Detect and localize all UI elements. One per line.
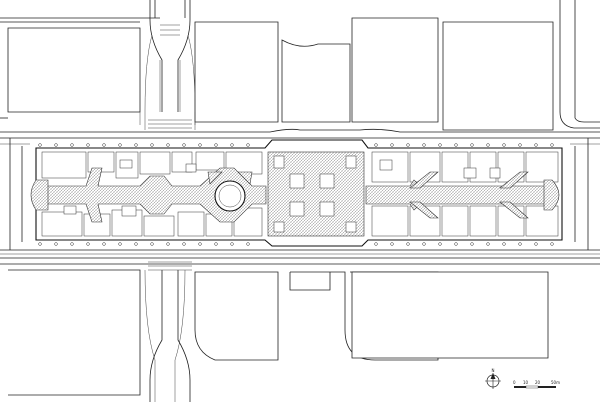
tree-symbol [438, 242, 442, 246]
tree-symbol [246, 242, 250, 246]
tree-symbol [102, 242, 106, 246]
tree-symbol [214, 143, 218, 147]
tree-symbol [534, 143, 538, 147]
boulevard-west [139, 0, 196, 402]
tree-symbol [454, 143, 458, 147]
tree-symbol [86, 242, 90, 246]
tree-symbol [374, 143, 378, 147]
city-blocks-south [0, 257, 600, 396]
tree-symbol [134, 143, 138, 147]
streets [0, 128, 600, 255]
tree-symbol [486, 143, 490, 147]
tree-symbol [518, 143, 522, 147]
tree-symbol [70, 143, 74, 147]
tree-symbol [470, 143, 474, 147]
shops-west [41, 151, 263, 237]
city-blocks-north [0, 0, 600, 131]
street-trees [38, 143, 554, 246]
tree-symbol [198, 143, 202, 147]
tree-symbol [230, 143, 234, 147]
tree-symbol [38, 242, 42, 246]
tree-symbol [182, 242, 186, 246]
tree-symbol [518, 242, 522, 246]
north-arrow-icon: N [485, 368, 501, 389]
tree-symbol [390, 143, 394, 147]
scale-label-0: 0 [513, 380, 516, 385]
tree-symbol [38, 143, 42, 147]
tree-symbol [118, 143, 122, 147]
tree-symbol [502, 242, 506, 246]
tree-symbol [406, 143, 410, 147]
tree-symbol [166, 143, 170, 147]
tree-symbol [182, 143, 186, 147]
tree-symbol [374, 242, 378, 246]
tree-symbol [54, 143, 58, 147]
tree-symbol [70, 242, 74, 246]
tree-symbol [534, 242, 538, 246]
tree-symbol [102, 143, 106, 147]
tree-symbol [214, 242, 218, 246]
tree-symbol [422, 143, 426, 147]
tree-symbol [134, 242, 138, 246]
tree-symbol [166, 242, 170, 246]
tree-symbol [406, 242, 410, 246]
tree-symbol [118, 242, 122, 246]
central-square [267, 151, 365, 237]
tree-symbol [246, 143, 250, 147]
scale-bar-icon: 0 10 20 50m [513, 380, 560, 389]
north-label: N [492, 368, 495, 373]
tree-symbol [454, 242, 458, 246]
tree-symbol [486, 242, 490, 246]
tree-symbol [550, 143, 554, 147]
pedestrian-mall [30, 139, 563, 247]
central-roundabout [214, 180, 246, 212]
tree-symbol [86, 143, 90, 147]
tree-symbol [422, 242, 426, 246]
scale-label-50m: 50m [551, 380, 560, 385]
tree-symbol [438, 143, 442, 147]
tree-symbol [470, 242, 474, 246]
tree-symbol [390, 242, 394, 246]
tree-symbol [150, 242, 154, 246]
tree-symbol [150, 143, 154, 147]
tree-symbol [502, 143, 506, 147]
scale-label-10: 10 [523, 380, 529, 385]
tree-symbol [198, 242, 202, 246]
tree-symbol [54, 242, 58, 246]
tree-symbol [550, 242, 554, 246]
scale-label-20: 20 [535, 380, 541, 385]
tree-symbol [230, 242, 234, 246]
